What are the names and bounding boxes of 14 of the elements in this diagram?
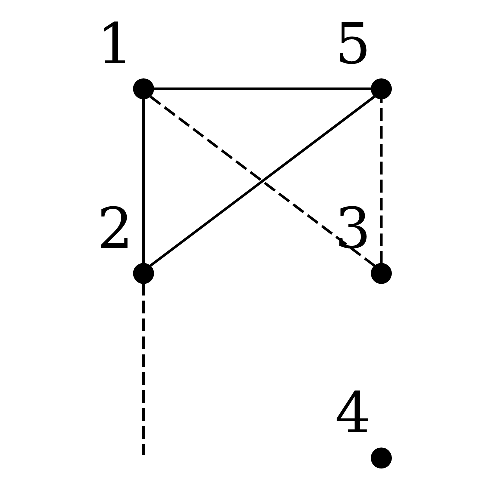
node-circle <box>370 448 392 469</box>
connector <box>152 88 372 90</box>
node-circle <box>132 78 154 100</box>
node-label: 2 <box>97 197 133 262</box>
node-label: 1 <box>97 12 133 78</box>
node-circle <box>370 78 392 100</box>
node-label: 4 <box>334 382 371 447</box>
connector <box>380 98 382 264</box>
node-circle <box>132 263 154 284</box>
node-circle <box>370 263 392 284</box>
connector <box>142 283 145 456</box>
connector <box>142 98 145 264</box>
node-label: 3 <box>334 197 371 262</box>
node-label: 5 <box>334 12 371 78</box>
